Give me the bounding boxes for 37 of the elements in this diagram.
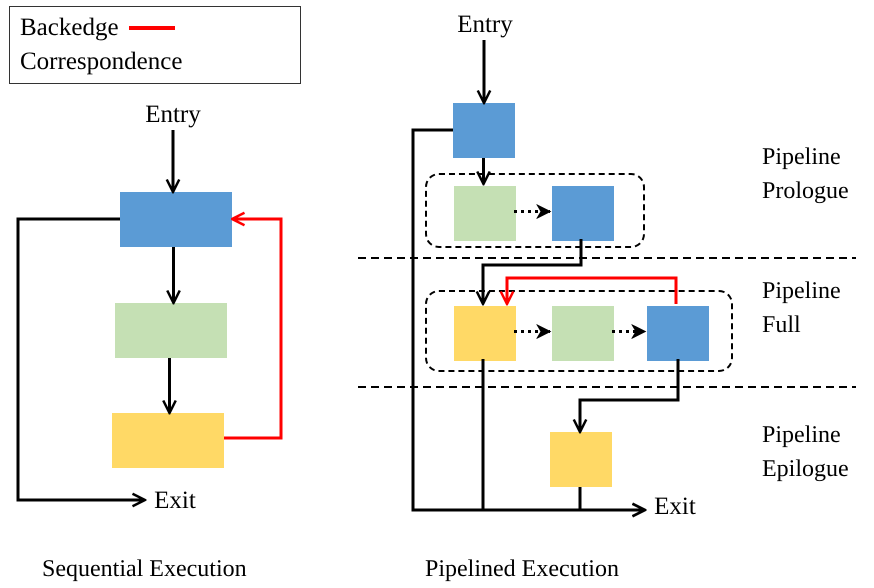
arrow	[476, 158, 491, 186]
legend-text: Correspondence	[20, 47, 182, 77]
arrow	[476, 40, 492, 104]
legend-text: Backedge	[20, 13, 119, 43]
basic-block-box	[647, 306, 709, 361]
terminal-label: Entry	[133, 100, 213, 130]
arrow	[612, 324, 646, 338]
arrow	[166, 247, 181, 304]
arrow	[476, 239, 582, 306]
basic-block-box	[115, 303, 227, 358]
arrow	[578, 487, 646, 518]
arrow	[16, 218, 146, 508]
stage-label: Pipeline Prologue	[762, 143, 850, 206]
basic-block-box	[552, 186, 614, 241]
basic-block-box	[453, 103, 515, 158]
stage-group-box	[425, 173, 645, 248]
arrow	[162, 358, 177, 414]
basic-block-box	[454, 306, 516, 361]
arrow	[500, 276, 678, 306]
arrow	[166, 130, 180, 194]
stage-label: Pipeline Full	[762, 277, 842, 340]
basic-block-box	[550, 432, 612, 487]
basic-block-box	[552, 306, 614, 361]
panel-caption: Sequential Execution	[42, 555, 247, 584]
arrow	[514, 324, 551, 338]
stage-label: Pipeline Epilogue	[762, 421, 850, 484]
arrow	[224, 212, 282, 440]
basic-block-box	[112, 413, 224, 468]
basic-block-box	[120, 192, 232, 247]
terminal-label: Entry	[445, 10, 525, 40]
panel-caption: Pipelined Execution	[425, 555, 619, 584]
arrow	[514, 204, 551, 218]
terminal-label: Exit	[145, 486, 205, 516]
arrow	[572, 359, 680, 434]
terminal-label: Exit	[645, 492, 705, 522]
stage-group-box	[425, 290, 733, 372]
basic-block-box	[454, 186, 516, 241]
